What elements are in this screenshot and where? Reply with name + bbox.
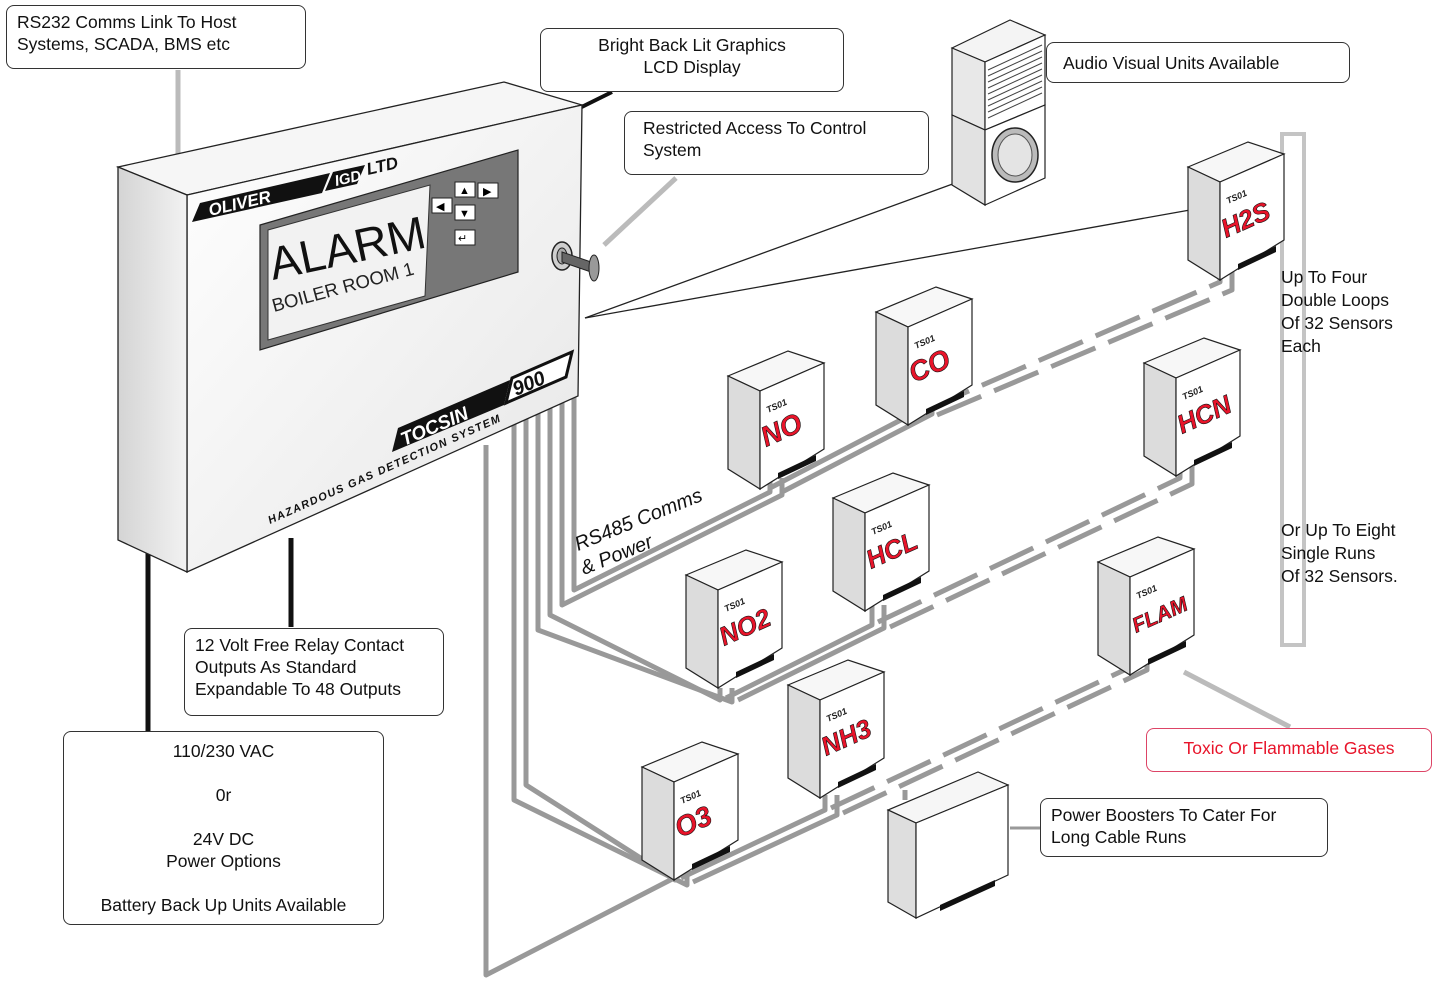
- cable-loop3-c: [679, 795, 828, 881]
- callout-audio: Audio Visual Units Available: [1046, 42, 1350, 83]
- callout-access: Restricted Access To Control System: [624, 111, 929, 175]
- keypad: ▲ ◀ ▶ ▼ ↵: [431, 181, 499, 246]
- cable-loop2-a: [547, 400, 723, 703]
- callout-relay: 12 Volt Free Relay Contact Outputs As St…: [184, 628, 444, 716]
- cable-loop2-c: [724, 605, 875, 701]
- cable-loop1-b: [559, 395, 785, 608]
- loops-double-text: Up To Four Double Loops Of 32 Sensors Ea…: [1281, 267, 1393, 356]
- callout-boosters: Power Boosters To Cater For Long Cable R…: [1040, 798, 1328, 857]
- callout-lcd: Bright Back Lit Graphics LCD Display: [540, 28, 844, 92]
- callout-toxic: Toxic Or Flammable Gases: [1146, 728, 1432, 772]
- audio-visual-unit: [950, 19, 1047, 207]
- cable-loop2-d: [736, 605, 887, 703]
- power-booster: [886, 771, 1010, 920]
- cable-loop1-f: [936, 270, 1235, 418]
- cable-loop2-f: [888, 465, 1195, 630]
- callout-power-options: 110/230 VAC 0r 24V DC Power Options Batt…: [63, 731, 384, 925]
- control-panel: OLIVER IGD LTD ALARM BOILER ROOM 1 ▲ ◀ ▶…: [115, 81, 600, 574]
- loop-bracket: [1280, 132, 1306, 647]
- callout-rs232: RS232 Comms Link To Host Systems, SCADA,…: [6, 5, 306, 69]
- cable-loop3-d: [691, 795, 840, 885]
- cable-loop1-a: [571, 390, 773, 593]
- brand-igd: IGD: [333, 167, 363, 190]
- key-switch: [551, 241, 600, 282]
- down-arrow-icon: ▼: [459, 208, 470, 220]
- enter-icon: ↵: [458, 233, 467, 245]
- cable-return: [483, 445, 682, 978]
- loops-single-text: Or Up To Eight Single Runs Of 32 Sensors…: [1281, 520, 1398, 586]
- up-arrow-icon: ▲: [459, 185, 470, 197]
- left-arrow-icon: ◀: [436, 201, 445, 213]
- right-arrow-icon: ▶: [483, 186, 492, 198]
